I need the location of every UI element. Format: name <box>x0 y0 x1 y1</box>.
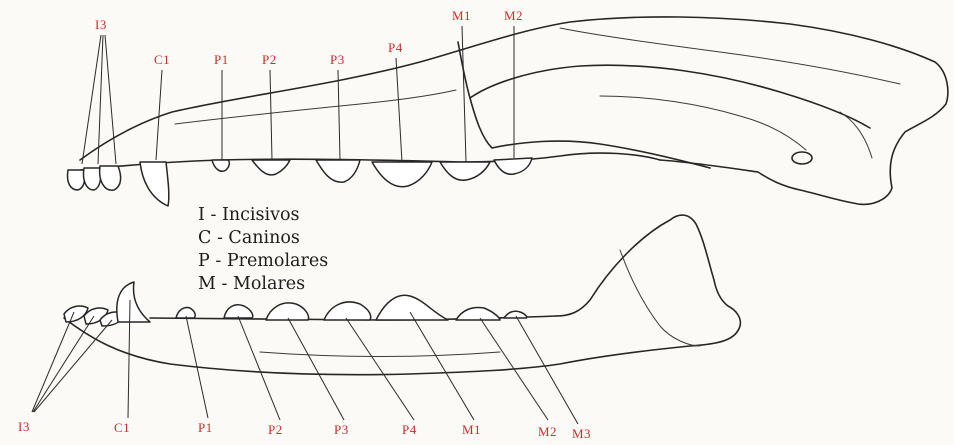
label-upper-c1: C1 <box>154 52 170 67</box>
skull-contour-2 <box>600 96 806 150</box>
label-upper-p2: P2 <box>262 52 277 67</box>
zygomatic-arch <box>458 42 870 128</box>
pointer-lower-m1 <box>410 312 474 420</box>
label-lower-m3: M3 <box>572 426 591 441</box>
label-lower-m2: M2 <box>538 424 557 439</box>
pointer-lower-p4 <box>346 318 414 420</box>
label-lower-p4: P4 <box>402 422 417 437</box>
label-lower-p2: P2 <box>268 422 283 437</box>
label-upper-m2: M2 <box>504 8 523 23</box>
pointer-upper-p2 <box>270 70 272 160</box>
pointer-upper-p4 <box>396 58 402 162</box>
legend-incisivos: I - Incisivos <box>198 207 300 225</box>
auditory-bulla <box>792 152 812 164</box>
label-upper-p3: P3 <box>330 52 345 67</box>
pointer-lower-p3 <box>288 318 344 420</box>
pointer-upper-i3-c <box>105 35 116 164</box>
label-lower-p1: P1 <box>198 420 213 435</box>
label-lower-i3: I3 <box>18 419 30 434</box>
lower-canine <box>117 282 150 322</box>
pointer-lower-m2 <box>480 318 548 420</box>
skull-contour-1 <box>560 28 900 84</box>
upper-premolar-4 <box>372 162 432 187</box>
pointer-lower-i3-a <box>32 312 74 412</box>
lower-premolar-4 <box>324 302 371 320</box>
pointer-lower-i3-c <box>34 320 112 412</box>
pointer-lower-p2 <box>238 316 280 420</box>
label-upper-p4: P4 <box>388 40 403 55</box>
legend-molares: M - Molares <box>198 276 305 294</box>
label-upper-p1: P1 <box>214 52 229 67</box>
legend-caninos: C - Caninos <box>198 230 300 248</box>
pointer-lower-m3 <box>516 316 578 424</box>
upper-incisor-3 <box>100 166 121 190</box>
legend-premolares: P - Premolares <box>198 253 328 271</box>
upper-molar-1 <box>440 162 490 180</box>
pointer-lower-i3-b <box>33 316 94 412</box>
upper-canine <box>140 162 169 206</box>
skull-contour-3 <box>840 112 872 158</box>
lower-molar-3 <box>504 311 527 318</box>
upper-molar-2 <box>494 158 532 174</box>
nasal-line <box>175 90 456 124</box>
upper-premolar-1 <box>212 160 229 171</box>
upper-premolar-2 <box>252 160 290 175</box>
label-lower-m1: M1 <box>462 422 481 437</box>
upper-incisor-2 <box>83 168 100 190</box>
lower-molar-2 <box>456 308 500 321</box>
upper-skull: I3 C1 P1 P2 P3 P4 M1 M2 <box>67 8 947 206</box>
pointer-upper-m1 <box>462 26 466 162</box>
upper-incisor-1 <box>67 170 84 190</box>
label-lower-p3: P3 <box>334 422 349 437</box>
pointer-upper-i3-a <box>82 35 101 164</box>
label-lower-c1: C1 <box>114 420 130 435</box>
label-upper-m1: M1 <box>452 8 471 23</box>
mandible-contour-1 <box>620 250 700 346</box>
pointer-upper-p3 <box>338 70 340 160</box>
lower-premolar-3 <box>266 303 309 320</box>
mandible-contour-2 <box>260 352 500 357</box>
lower-mandible: I3 C1 P1 P2 P3 P4 M1 M2 M3 <box>18 215 740 441</box>
orbit <box>470 98 710 168</box>
label-upper-i3: I3 <box>95 17 107 32</box>
upper-premolar-3 <box>316 160 360 182</box>
